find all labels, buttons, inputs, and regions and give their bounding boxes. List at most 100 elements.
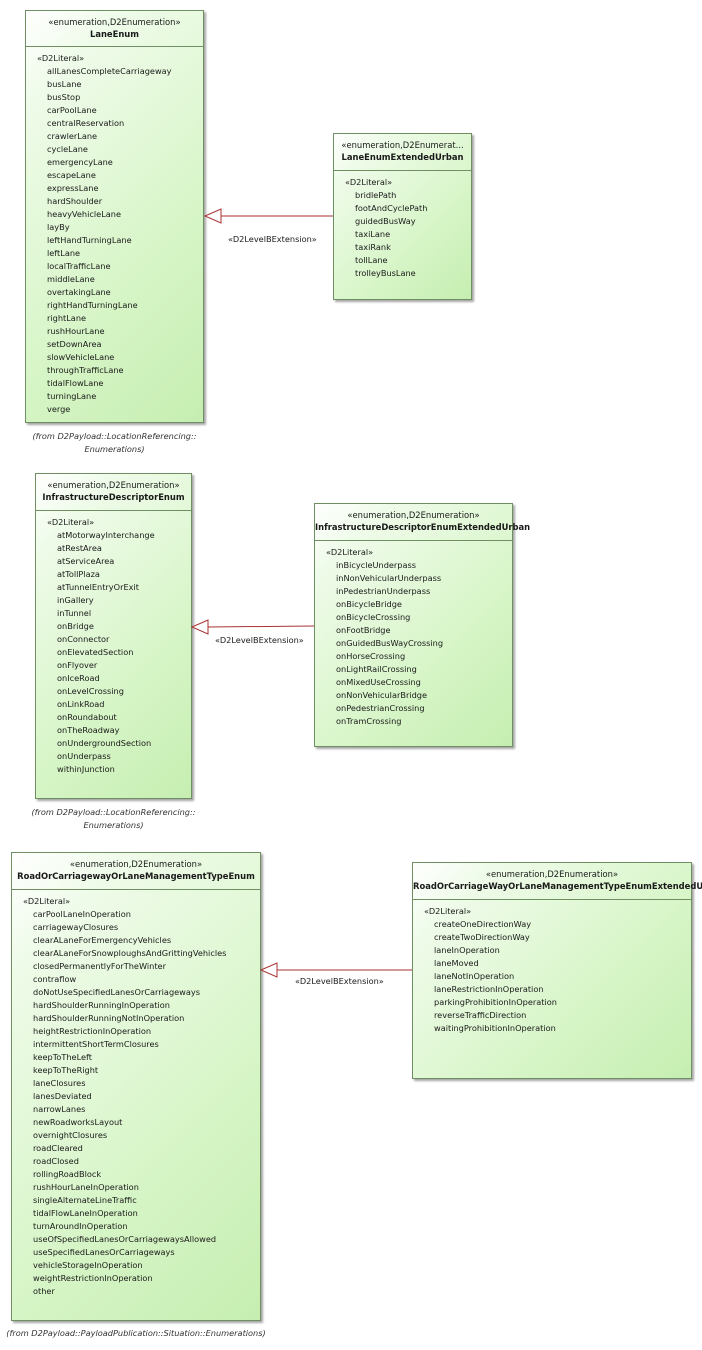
enum-literal: inNonVehicularUnderpass bbox=[336, 573, 442, 583]
enum-literal: keepToTheLeft bbox=[33, 1052, 92, 1062]
enum-literal: throughTrafficLane bbox=[47, 365, 124, 375]
enum-literal: rightHandTurningLane bbox=[47, 300, 138, 310]
enum-literal: atServiceArea bbox=[57, 556, 115, 566]
enum-literal: singleAlternateLineTraffic bbox=[33, 1195, 137, 1205]
enum-literal: onTheRoadway bbox=[57, 725, 120, 735]
enum-literal: crawlerLane bbox=[47, 131, 98, 141]
enum-literal: keepToTheRight bbox=[33, 1065, 99, 1075]
enum-literal: doNotUseSpecifiedLanesOrCarriageways bbox=[33, 987, 200, 997]
enum-literal: rightLane bbox=[47, 313, 87, 323]
literal-stereotype: «D2Literal» bbox=[326, 547, 374, 557]
enum-literal: taxiLane bbox=[355, 229, 391, 239]
literal-list: createOneDirectionWay createTwoDirectionW… bbox=[424, 918, 691, 1035]
enum-literal: weightRestrictionInOperation bbox=[33, 1273, 153, 1283]
enum-literal: vehicleStorageInOperation bbox=[33, 1260, 143, 1270]
literal-list: carPoolLaneInOperation carriagewayClosure… bbox=[23, 908, 260, 1298]
enum-literal: turningLane bbox=[47, 391, 97, 401]
literal-list: inBicycleUnderpass inNonVehicularUnderpas… bbox=[326, 559, 512, 728]
literal-stereotype: «D2Literal» bbox=[424, 906, 472, 916]
enum-literal: busStop bbox=[47, 92, 81, 102]
enum-literal: layBy bbox=[47, 222, 70, 232]
enum-stereotype: «enumeration,D2Enumeration» bbox=[347, 510, 480, 520]
enum-literal: rushHourLaneInOperation bbox=[33, 1182, 139, 1192]
connector-label: «D2LevelBExtension» bbox=[215, 635, 304, 645]
enum-literal: other bbox=[33, 1286, 55, 1296]
package-note: (from D2Payload::LocationReferencing:: E… bbox=[32, 431, 197, 454]
enum-literal: closedPermanentlyForTheWinter bbox=[33, 961, 166, 971]
enum-literal: carriagewayClosures bbox=[33, 922, 119, 932]
enum-literal: taxiRank bbox=[355, 242, 391, 252]
enum-literal: newRoadworksLayout bbox=[33, 1117, 123, 1127]
enum-literal: emergencyLane bbox=[47, 157, 113, 167]
enum-literal: reverseTrafficDirection bbox=[434, 1010, 527, 1020]
package-note: (from D2Payload::LocationReferencing:: E… bbox=[31, 807, 196, 830]
enum-literal: carPoolLaneInOperation bbox=[33, 909, 131, 919]
enum-literal: onRoundabout bbox=[57, 712, 117, 722]
enum-literal: leftHandTurningLane bbox=[47, 235, 132, 245]
enum-literal: onBridge bbox=[57, 621, 94, 631]
enum-road-management-type[interactable]: «enumeration,D2Enumeration» RoadOrCarria… bbox=[11, 852, 261, 1321]
extension-connector bbox=[259, 962, 412, 978]
enum-literal: useSpecifiedLanesOrCarriageways bbox=[33, 1247, 175, 1257]
enum-literal: leftLane bbox=[47, 248, 81, 258]
enum-literal: atTollPlaza bbox=[57, 569, 100, 579]
enum-literal: overnightClosures bbox=[33, 1130, 108, 1140]
enum-literal: createTwoDirectionWay bbox=[434, 932, 530, 942]
enum-literal: cycleLane bbox=[47, 144, 88, 154]
enum-literal: onLinkRoad bbox=[57, 699, 105, 709]
enum-literal: onLightRailCrossing bbox=[336, 664, 417, 674]
enum-literal: bridlePath bbox=[355, 190, 397, 200]
enum-literal: onUnderpass bbox=[57, 751, 111, 761]
enum-literal: localTrafficLane bbox=[47, 261, 111, 271]
enum-literal: onBicycleBridge bbox=[336, 599, 402, 609]
enum-literal: createOneDirectionWay bbox=[434, 919, 532, 929]
enum-literal: onMixedUseCrossing bbox=[336, 677, 421, 687]
enum-infrastructure-descriptor-extended-urban[interactable]: «enumeration,D2Enumeration» Infrastructu… bbox=[314, 503, 530, 747]
enum-literal: escapeLane bbox=[47, 170, 96, 180]
package-note: (from D2Payload::PayloadPublication::Sit… bbox=[6, 1328, 266, 1338]
enum-literal: rollingRoadBlock bbox=[33, 1169, 102, 1179]
enum-infrastructure-descriptor[interactable]: «enumeration,D2Enumeration» Infrastructu… bbox=[35, 473, 192, 799]
enum-literal: middleLane bbox=[47, 274, 95, 284]
enum-literal: roadClosed bbox=[33, 1156, 79, 1166]
enum-literal: hardShoulder bbox=[47, 196, 103, 206]
connector-label: «D2LevelBExtension» bbox=[228, 234, 317, 244]
enum-literal: onConnector bbox=[57, 634, 110, 644]
enum-literal: verge bbox=[47, 404, 71, 414]
enum-literal: inBicycleUnderpass bbox=[336, 560, 417, 570]
enum-literal: hardShoulderRunningInOperation bbox=[33, 1000, 170, 1010]
enum-stereotype: «enumeration,D2Enumerat... bbox=[341, 140, 464, 150]
enum-literal: atMotorwayInterchange bbox=[57, 530, 155, 540]
enum-literal: tidalFlowLaneInOperation bbox=[33, 1208, 138, 1218]
enum-literal: expressLane bbox=[47, 183, 99, 193]
literal-list: atMotorwayInterchange atRestArea atService… bbox=[47, 529, 191, 776]
enum-lane-extended-urban[interactable]: «enumeration,D2Enumerat... LaneEnumExten… bbox=[333, 133, 472, 300]
enum-literal: atRestArea bbox=[57, 543, 102, 553]
enum-literal: laneClosures bbox=[33, 1078, 86, 1088]
enum-literal: tidalFlowLane bbox=[47, 378, 104, 388]
enum-stereotype: «enumeration,D2Enumeration» bbox=[69, 859, 203, 869]
enum-literal: contraflow bbox=[33, 974, 77, 984]
enum-literal: rushHourLane bbox=[47, 326, 105, 336]
enum-literal: inGallery bbox=[57, 595, 94, 605]
enum-literal: intermittentShortTermClosures bbox=[33, 1039, 159, 1049]
literal-stereotype: «D2Literal» bbox=[345, 177, 393, 187]
enum-literal: turnAroundInOperation bbox=[33, 1221, 128, 1231]
enum-lane[interactable]: «enumeration,D2Enumeration» LaneEnum «D2… bbox=[25, 10, 204, 423]
enum-literal: withinJunction bbox=[57, 764, 115, 774]
enum-road-management-type-extended-urban[interactable]: «enumeration,D2Enumeration» RoadOrCarria… bbox=[412, 862, 702, 1079]
enum-literal: guidedBusWay bbox=[355, 216, 416, 226]
enum-literal: onElevatedSection bbox=[57, 647, 134, 657]
enum-literal: onFlyover bbox=[57, 660, 98, 670]
enum-literal: setDownArea bbox=[47, 339, 102, 349]
extension-connector bbox=[190, 619, 315, 635]
enum-literal: onIceRoad bbox=[57, 673, 100, 683]
extension-connector bbox=[203, 208, 333, 224]
enum-literal: laneNotInOperation bbox=[434, 971, 515, 981]
enum-literal: onLevelCrossing bbox=[57, 686, 124, 696]
enum-literal: onBicycleCrossing bbox=[336, 612, 411, 622]
enum-name: LaneEnumExtendedUrban bbox=[341, 152, 464, 162]
enum-literal: onPedestrianCrossing bbox=[336, 703, 425, 713]
